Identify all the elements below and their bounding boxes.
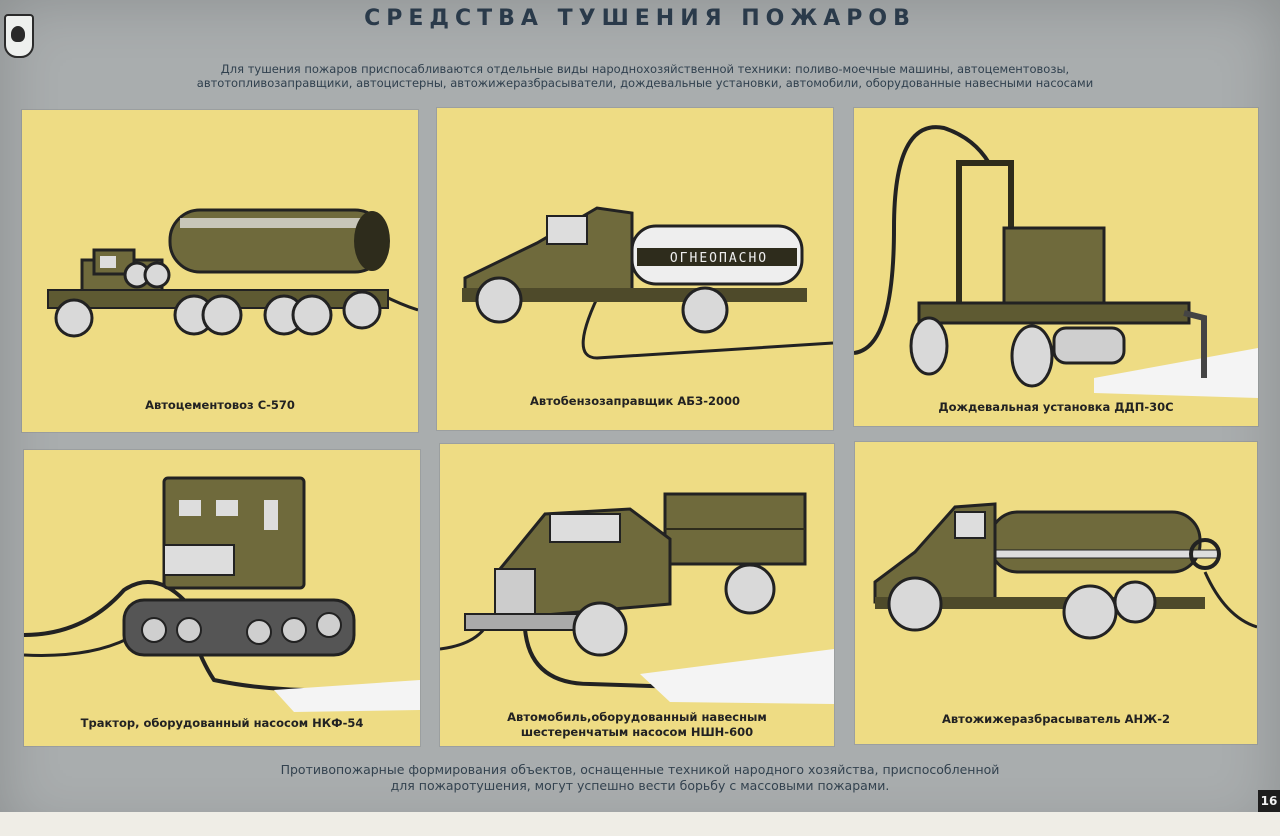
caption-crawler-tractor: Трактор, оборудованный насосом НКФ-54 <box>80 716 364 730</box>
panel-slurry-tanker: Автожижеразбрасыватель АНЖ-2 <box>855 442 1257 744</box>
tank-warning-label: ОГНЕОПАСНО <box>670 251 768 266</box>
intro-line-1: Для тушения пожаров приспосабливаются от… <box>220 62 1070 76</box>
caption-pump-truck-line-1: Автомобиль,оборудованный навесным <box>507 710 767 724</box>
page-number: 16 <box>1258 790 1280 812</box>
poster-title: СРЕДСТВА ТУШЕНИЯ ПОЖАРОВ <box>364 6 916 31</box>
caption-sprinkler: Дождевальная установка ДДП-30С <box>938 400 1174 414</box>
sprinkler-tractor-icon <box>854 125 1258 398</box>
cement-truck-icon <box>47 208 418 338</box>
caption-pump-truck-line-2: шестеренчатым насосом НШН-600 <box>520 725 754 739</box>
crawler-tractor-icon <box>24 476 420 712</box>
footer-line-2: для пожаротушения, могут успешно вести б… <box>390 778 890 793</box>
fuel-tanker-icon: ОГНЕОПАСНО <box>462 206 833 360</box>
intro-line-2: автотопливозаправщики, автоцистерны, авт… <box>196 76 1094 90</box>
pump-truck-icon <box>440 492 834 704</box>
emblem-logo <box>4 14 34 58</box>
footer-line-1: Противопожарные формирования объектов, о… <box>280 762 1000 777</box>
footer-text: Противопожарные формирования объектов, о… <box>140 762 1140 794</box>
caption-pump-truck: Автомобиль,оборудованный навесным шестер… <box>440 710 834 740</box>
slurry-tanker-icon <box>873 502 1257 640</box>
intro-text: Для тушения пожаров приспосабливаются от… <box>120 62 1170 90</box>
panel-pump-truck: Автомобиль,оборудованный навесным шестер… <box>440 444 834 746</box>
panel-crawler-tractor: Трактор, оборудованный насосом НКФ-54 <box>24 450 420 746</box>
panel-sprinkler: Дождевальная установка ДДП-30С <box>854 108 1258 426</box>
panel-cement-truck: Автоцементовоз С-570 <box>22 110 418 432</box>
caption-slurry-tanker: Автожижеразбрасыватель АНЖ-2 <box>942 712 1170 726</box>
caption-fuel-tanker: Автобензозаправщик АБЗ-2000 <box>530 394 740 408</box>
panel-fuel-tanker: ОГНЕОПАСНО Автобензозаправщик АБЗ-2000 <box>437 108 833 430</box>
caption-cement-truck: Автоцементовоз С-570 <box>145 398 295 412</box>
bottom-margin <box>0 812 1280 836</box>
